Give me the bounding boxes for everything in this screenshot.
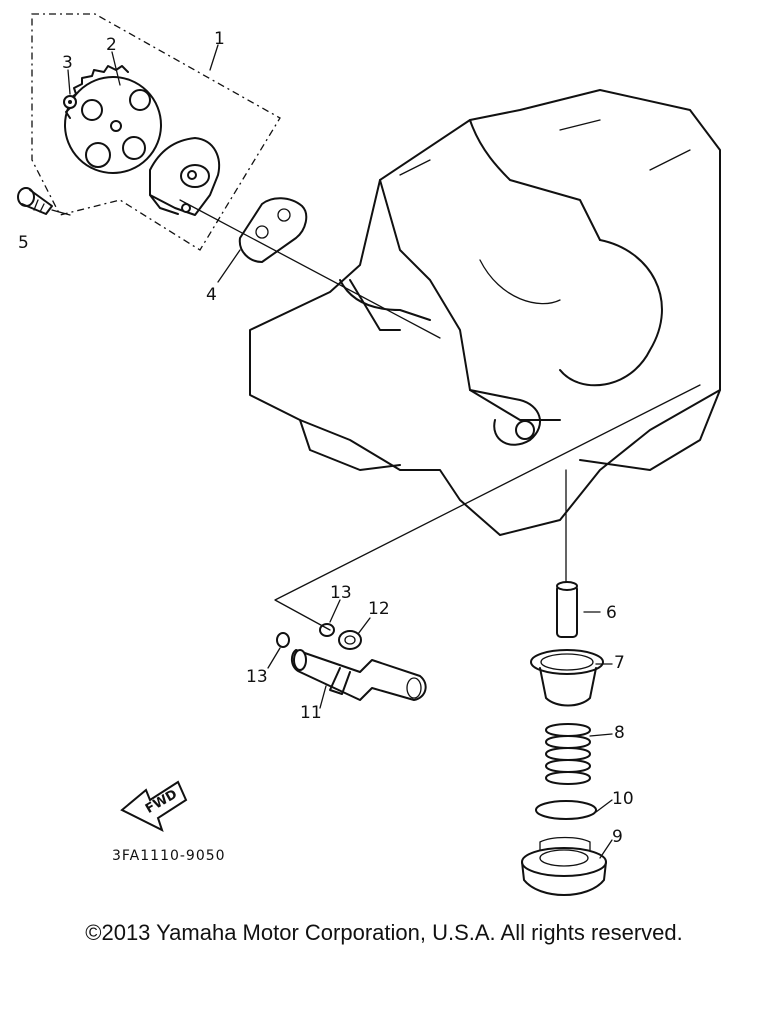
callout-11: 11 [300,703,322,723]
callout-2: 2 [106,35,117,55]
gear-nut [63,95,77,109]
diagram-part-code: 3FA1110-9050 [112,848,226,864]
copyright-notice: ©2013 Yamaha Motor Corporation, U.S.A. A… [85,920,683,945]
callout-8: 8 [614,723,625,743]
pump-gasket [238,197,308,263]
washer-12 [338,630,362,650]
strainer-spring [545,723,591,785]
drain-plug [521,836,607,896]
oil-strainer [530,649,604,707]
callout-5: 5 [18,233,29,253]
oil-pump-assembly-boundary [31,13,281,251]
exploded-parts-diagram: FWD 2 3 1 5 4 6 7 8 10 9 11 12 [17,13,721,896]
crankcase [249,89,721,536]
callout-3: 3 [62,53,73,73]
o-ring-13-upper [319,623,335,637]
bolt-leader [51,209,71,216]
shaft-center-line [179,199,441,339]
callout-4: 4 [206,285,217,305]
callout-13-upper: 13 [330,583,352,603]
callout-10: 10 [612,789,634,809]
oil-pump-body [149,137,220,216]
callout-1: 1 [214,29,225,49]
callout-6: 6 [606,603,617,623]
forward-arrow: FWD [120,780,188,832]
o-ring-10 [535,800,597,820]
callout-leaders [67,44,613,859]
pump-drive-gear [64,65,162,174]
callout-13-lower: 13 [246,667,268,687]
callout-7: 7 [614,653,625,673]
strainer-pipe [556,581,578,638]
o-ring-13-lower [276,632,290,648]
callout-9: 9 [612,827,623,847]
oil-delivery-pipe [290,649,427,701]
callout-12: 12 [368,599,390,619]
mounting-bolt [17,187,53,215]
pipe-locator-line [274,384,701,631]
